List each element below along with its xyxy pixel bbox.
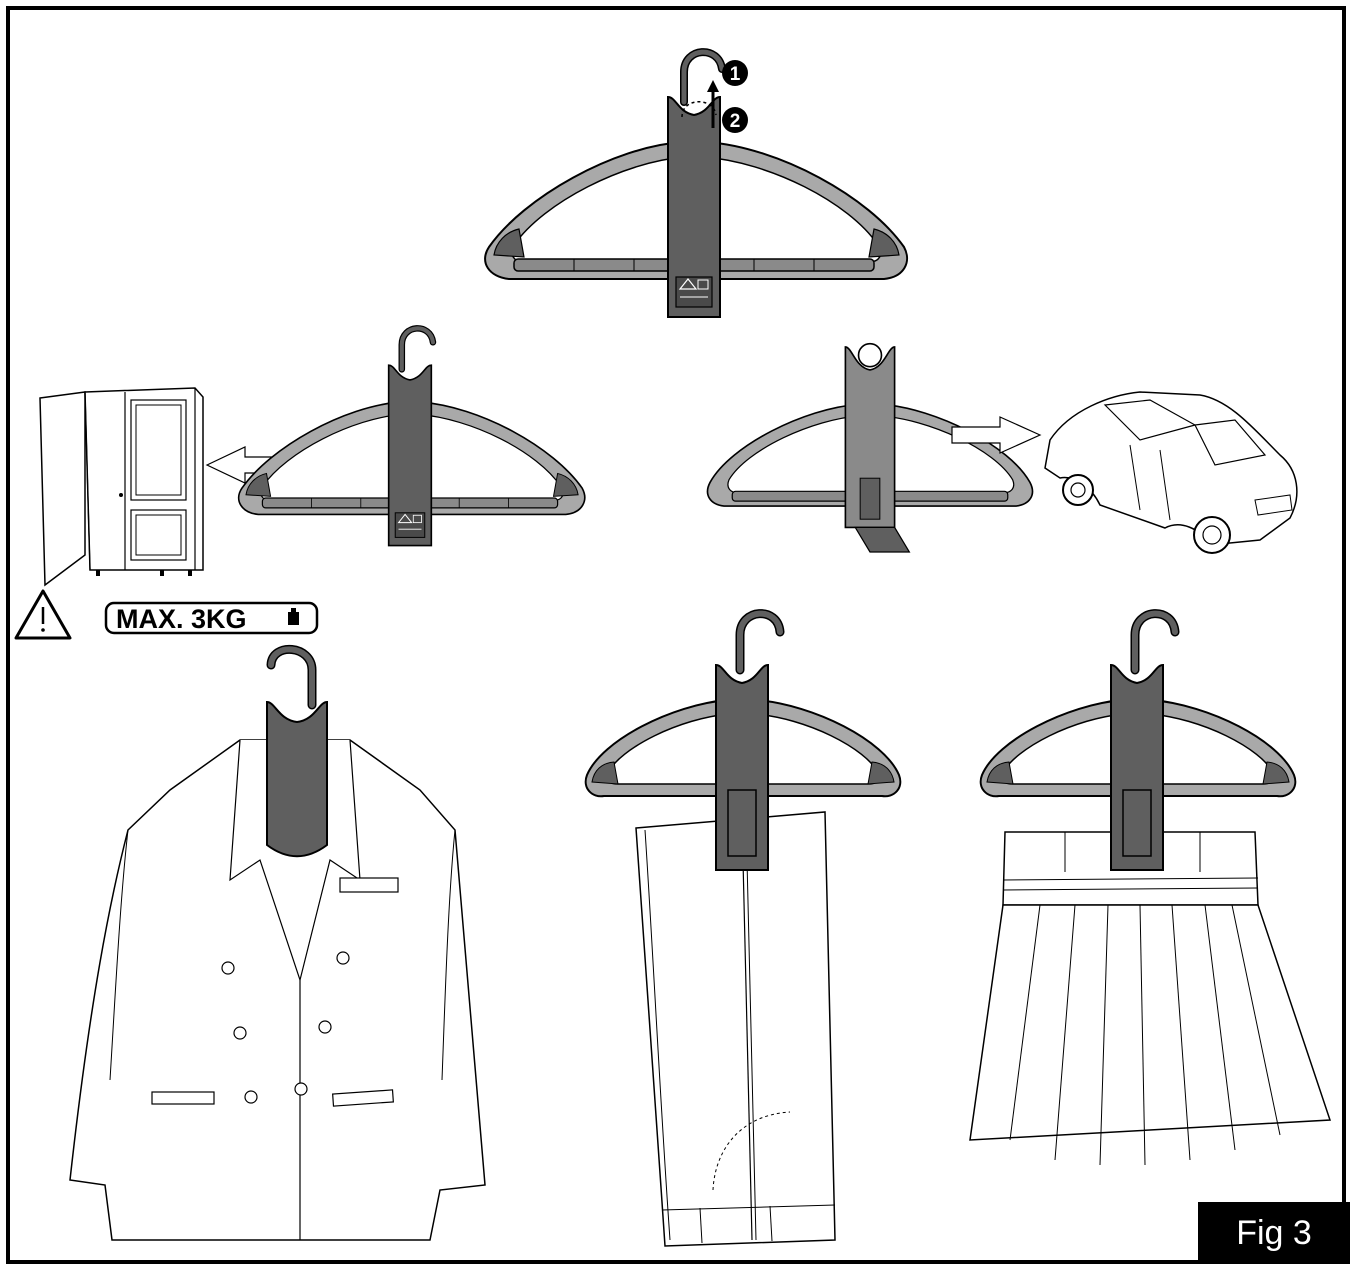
step-2-badge: 2 [722,107,748,133]
wardrobe-illustration [40,388,203,585]
max-weight-badge: MAX. 3KG [106,603,317,634]
hanger-wardrobe [239,328,585,545]
warning-triangle-icon [16,591,70,638]
trousers-illustration [636,812,835,1246]
hanger-top [485,52,907,317]
step-2-number: 2 [730,111,741,132]
step-1-badge: 1 [722,60,748,86]
hanger-trousers [586,614,901,870]
hanger-car [708,344,1033,552]
car-illustration [1045,392,1297,553]
figure-label: Fig 3 [1198,1202,1350,1264]
skirt-illustration [970,832,1330,1165]
hanger-jacket [267,649,327,856]
max-weight-text: MAX. 3KG [116,604,247,634]
step-1-number: 1 [730,64,741,85]
